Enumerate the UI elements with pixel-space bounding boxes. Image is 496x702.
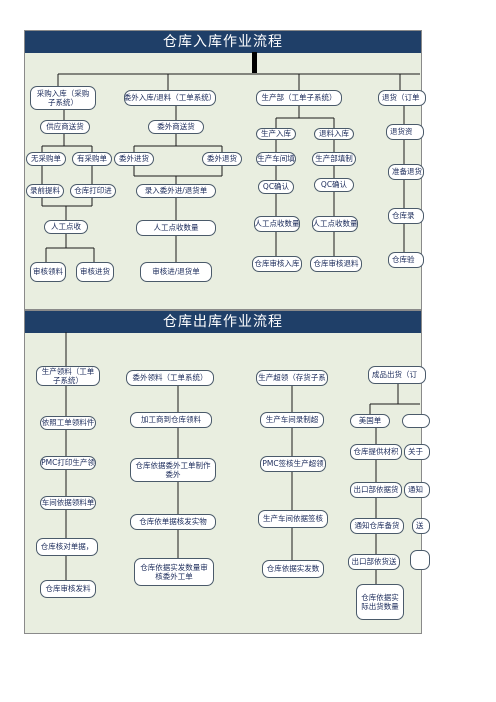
node-vendor-pick: 加工商到仓库领料 [130, 412, 212, 428]
node-outsource-inbound: 委外入库/退料（工单系统） [124, 90, 216, 106]
node-approve-material: 审核领料 [30, 262, 66, 282]
node-blank-b4 [410, 550, 430, 570]
node-manual-count: 人工点收 [44, 220, 88, 234]
node-production-dept: 生产部（工单子系统） [256, 90, 342, 106]
outbound-flow-panel: 仓库出库作业流程 [24, 310, 422, 634]
node-pick-by-workorder: 依照工单领料件 [40, 416, 96, 430]
node-purchase-inbound: 采购入库（采购子系统） [30, 86, 96, 110]
node-dept-fill: 生产部填制 [312, 152, 356, 166]
node-export-by-goods: 出口部依据货 [350, 482, 402, 498]
node-approve-return-material: 仓库审核退料 [310, 256, 362, 272]
node-outsource-picking: 委外领料（工单系统） [126, 370, 214, 386]
node-pre-record: 录前提料 [26, 184, 64, 198]
node-qc-confirm-a: QC确认 [258, 180, 294, 194]
node-production-overpick: 生产超领（存货子系 [256, 370, 328, 386]
node-actual-shipped-qty: 仓库依据实际出货数量 [356, 584, 404, 620]
node-production-inbound: 生产入库 [256, 128, 296, 140]
node-about: 关于 [404, 444, 430, 460]
node-export-ship: 出口部依货送 [348, 554, 400, 570]
node-record-overpick: 生产车间录制超 [260, 412, 324, 428]
node-approve-issue: 仓库审核发料 [40, 580, 96, 598]
node-outsource-in: 委外进货 [114, 152, 154, 166]
node-create-outsource: 仓库依据委外工单制作委外 [130, 458, 216, 482]
node-warehouse-print: 仓库打印进 [70, 184, 116, 198]
node-count-a: 人工点收数量 [254, 216, 300, 232]
node-outsource-count: 人工点收数量 [136, 220, 216, 236]
node-prepare-return: 准备退货 [388, 164, 424, 180]
node-pmc-print: PMC打印生产领 [40, 456, 96, 470]
node-issue-by-doc: 仓库依单据核发实物 [130, 514, 216, 530]
node-no-po: 无采购单 [26, 152, 66, 166]
node-finished-shipment: 成品出货（订 [368, 366, 426, 384]
outbound-title: 仓库出库作业流程 [25, 311, 421, 333]
node-supplier-delivery: 供应商送货 [40, 120, 90, 134]
node-us-order: 美国单 [350, 414, 390, 428]
node-workshop-picklist: 车间依据领料单 [40, 496, 96, 510]
node-pmc-sign: PMC签核生产超领 [260, 456, 326, 472]
node-outsource-return: 委外退货 [202, 152, 242, 166]
node-provide-volume: 仓库提供材积 [350, 444, 402, 460]
node-qc-confirm-b: QC确认 [314, 178, 354, 192]
node-workshop-signed: 生产车间依据签核 [258, 510, 328, 528]
node-notify-prepare: 通知仓库备货 [350, 518, 404, 534]
node-verify-docs: 仓库核对单据， [36, 538, 98, 556]
inbound-title: 仓库入库作业流程 [25, 31, 421, 53]
node-sales-return: 退货（订单 [378, 90, 426, 106]
node-notify: 通知 [404, 482, 430, 498]
node-warehouse-record: 仓库录 [388, 208, 424, 224]
node-approve-outsource-order: 仓库依据实发数量审核委外工单 [134, 558, 214, 586]
node-production-picking: 生产领料（工单子系统） [36, 366, 100, 386]
node-send: 送 [412, 518, 430, 534]
node-approve-production-inbound: 仓库审核入库 [252, 256, 302, 272]
inbound-root-connector [252, 52, 257, 73]
node-approve-outsource: 审核进/退货单 [140, 262, 212, 282]
node-blank-b0 [402, 414, 430, 428]
node-has-po: 有采购单 [72, 152, 112, 166]
node-approve-purchase: 审核进货 [76, 262, 114, 282]
node-record-outsource: 录入委外进/退货单 [136, 184, 216, 198]
node-outsource-delivery: 委外商送货 [148, 120, 204, 134]
node-issue-actual: 仓库依据实发数 [262, 560, 324, 578]
node-return-material: 退货资 [386, 124, 424, 140]
node-return-material-inbound: 退料入库 [314, 128, 354, 140]
node-count-b: 人工点收数量 [312, 216, 358, 232]
node-workshop-fill: 生产车间填 [256, 152, 296, 166]
node-warehouse-inspect: 仓库验 [388, 252, 424, 268]
